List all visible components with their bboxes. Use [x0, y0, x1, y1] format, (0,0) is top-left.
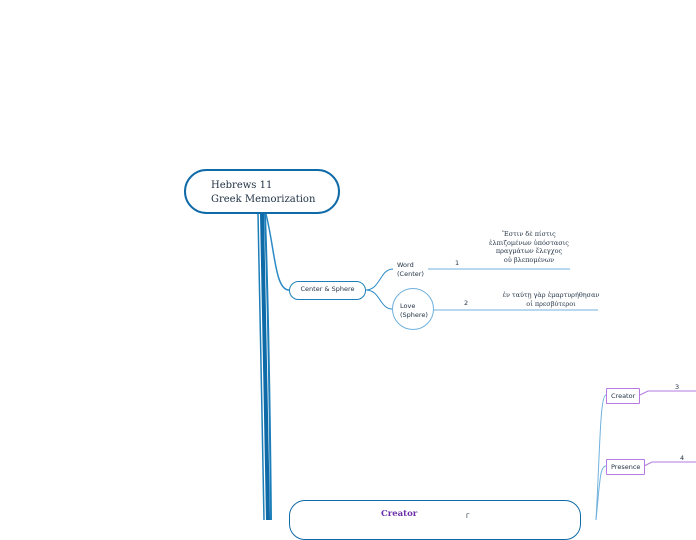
love-number: 2: [464, 299, 469, 307]
love-label-line2: (Sphere): [400, 311, 428, 319]
branch-word: [365, 268, 394, 291]
presence-number: 4: [680, 454, 685, 462]
root-title-line2: Greek Memorization: [211, 194, 316, 205]
center-sphere-node[interactable]: [289, 281, 366, 300]
love-sphere-label: Love (Sphere): [400, 302, 428, 320]
tag-branch-creator: [595, 394, 607, 520]
love-greek-text: ἐν ταύτῃ γὰρ ἐμαρτυρήθησαν οἱ πρεσβύτερο…: [496, 291, 606, 308]
presence-connector: [643, 461, 696, 467]
word-number: 1: [455, 259, 460, 267]
word-center-node[interactable]: Word (Center): [397, 261, 424, 279]
greek-line: οἱ πρεσβύτεροι: [526, 299, 576, 308]
branch-love: [365, 289, 393, 310]
tag-branch-presence: [595, 465, 607, 520]
greek-line: ἐν ταύτῃ γὰρ ἐμαρτυρήθησαν: [502, 291, 600, 299]
word-greek-text: Ἔστιν δὲ πίστις ἐλπιζομένων ὑπόστασις πρ…: [474, 230, 584, 264]
mind-map-connectors: [257, 213, 696, 520]
branch-center-sphere: [265, 213, 290, 291]
root-node[interactable]: [184, 169, 340, 214]
presence-tag[interactable]: Presence: [606, 459, 646, 475]
greek-line: πραγμάτων ἔλεγχος: [495, 247, 563, 255]
love-sphere-node[interactable]: [392, 288, 434, 330]
word-label-line1: Word: [397, 261, 414, 269]
creator-tag[interactable]: Creator: [606, 388, 641, 404]
creator-connector: [639, 390, 696, 396]
root-title-line1: Hebrews 11: [211, 180, 273, 191]
greek-line: Ἔστιν δὲ πίστις: [502, 230, 556, 238]
root-node-title: Hebrews 11 Greek Memorization: [211, 179, 315, 207]
trunk-line: [257, 213, 265, 520]
center-sphere-label: Center & Sphere: [300, 285, 355, 293]
trunk-line: [260, 213, 270, 520]
creator-node-title: Creator: [381, 509, 418, 519]
creator-node-text: Γ: [466, 513, 470, 520]
trunk-line: [264, 213, 272, 520]
greek-line: οὐ βλεπομένων: [503, 255, 555, 264]
word-label-line2: (Center): [397, 270, 424, 278]
creator-number: 3: [675, 383, 680, 391]
love-label-line1: Love: [400, 302, 416, 310]
creator-node[interactable]: [289, 500, 581, 540]
greek-line: ἐλπιζομένων ὑπόστασις: [489, 238, 569, 247]
